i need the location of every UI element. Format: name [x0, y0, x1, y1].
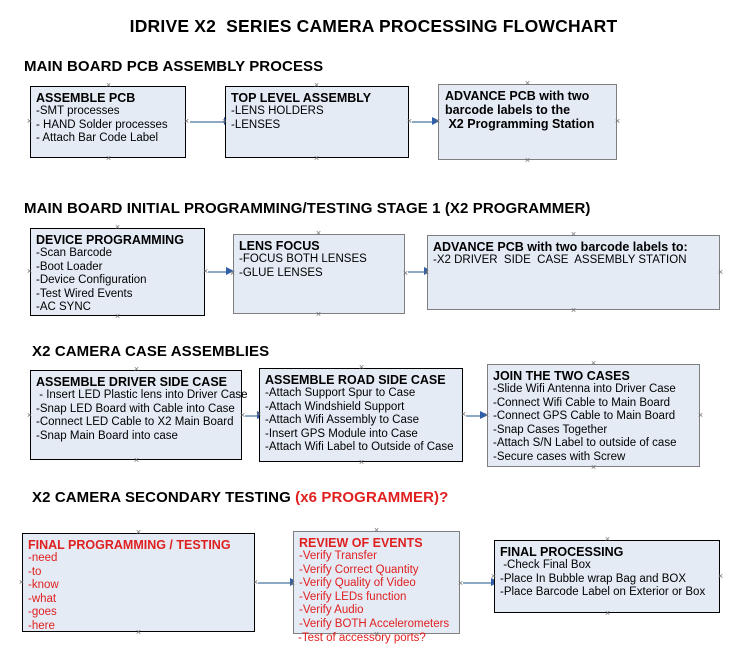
node-line: -goes — [28, 606, 57, 619]
section-heading-accent: (x6 PROGRAMMER)? — [295, 489, 449, 506]
node-line: -Slide Wifi Antenna into Driver Case — [493, 383, 676, 395]
connector-top-level-assembly-to-advance-pcb — [412, 117, 440, 126]
node-title: FINAL PROCESSING — [500, 545, 624, 559]
node-line: -Test Wired Events — [36, 287, 133, 300]
node-line: -Verify BOTH Accelerometers — [299, 617, 450, 630]
node-line: - HAND Solder processes — [36, 118, 168, 131]
node-line: -FOCUS BOTH LENSES — [239, 253, 367, 265]
node-advance-pcb-to-x2-programming-station[interactable]: ADVANCE PCB with two barcode labels to t… — [438, 84, 617, 160]
node-line: -LENSES — [231, 118, 281, 131]
node-assemble-driver-side-case[interactable]: ASSEMBLE DRIVER SIDE CASE - Insert LED P… — [30, 370, 248, 460]
connector-shaft — [208, 271, 226, 273]
node-line: - Attach Bar Code Label — [36, 132, 159, 145]
node-overflow-line-review-of-events: -Test of accessory ports? — [298, 632, 426, 644]
node-line: -X2 DRIVER SIDE CASE ASSEMBLY STATION — [433, 254, 687, 266]
arrowhead-icon — [480, 411, 488, 419]
section-heading-text: X2 CAMERA SECONDARY TESTING — [32, 489, 296, 506]
node-top-level-assembly[interactable]: TOP LEVEL ASSEMBLY -LENS HOLDERS -LENSES — [225, 86, 409, 158]
connector-shaft — [245, 415, 257, 417]
node-line: -Attach Wifi Assembly to Case — [265, 414, 420, 427]
node-line: -Connect GPS Cable to Main Board — [493, 410, 676, 423]
node-assemble-road-side-case[interactable]: ASSEMBLE ROAD SIDE CASE -Attach Support … — [259, 368, 463, 462]
node-title: FINAL PROGRAMMING / TESTING — [28, 538, 231, 552]
arrowhead-icon — [432, 117, 440, 125]
node-title: ADVANCE PCB with two — [445, 89, 590, 103]
node-line: -Check Final Box — [500, 559, 591, 571]
node-advance-pcb-to-driver-side-case-assembly-station[interactable]: ADVANCE PCB with two barcode labels to: … — [427, 235, 720, 310]
node-final-processing[interactable]: FINAL PROCESSING -Check Final Box -Place… — [494, 540, 720, 613]
connector-device-programming-to-lens-focus — [208, 267, 234, 276]
node-title: REVIEW OF EVENTS — [299, 536, 423, 550]
node-line: -Scan Barcode — [36, 247, 113, 259]
connector-shaft — [408, 271, 424, 273]
node-line: -AC SYNC — [36, 301, 91, 314]
connector-shaft — [258, 582, 290, 584]
arrowhead-icon — [226, 267, 234, 275]
connector-shaft — [466, 415, 480, 417]
node-line: -Boot Loader — [36, 260, 103, 273]
section-heading-x2-camera-secondary-testing: X2 CAMERA SECONDARY TESTING (x6 PROGRAMM… — [32, 489, 448, 506]
connector-shaft — [190, 121, 224, 123]
node-line: -Verify Quality of Video — [299, 577, 416, 590]
node-line: - Insert LED Plastic lens into Driver Ca… — [36, 389, 248, 401]
node-line: -Verify Audio — [299, 604, 364, 617]
node-title: ASSEMBLE DRIVER SIDE CASE — [36, 375, 228, 389]
node-join-the-two-cases[interactable]: JOIN THE TWO CASES -Slide Wifi Antenna i… — [487, 364, 700, 467]
connector-road-side-to-join-cases — [466, 411, 488, 420]
section-heading-x2-camera-case-assemblies: X2 CAMERA CASE ASSEMBLIES — [32, 343, 270, 360]
node-assemble-pcb[interactable]: ASSEMBLE PCB -SMT processes - HAND Solde… — [30, 86, 186, 158]
node-line: -Snap Main Board into case — [36, 429, 178, 442]
node-lens-focus[interactable]: LENS FOCUS -FOCUS BOTH LENSES -GLUE LENS… — [233, 234, 405, 314]
node-line: -Attach Windshield Support — [265, 400, 405, 413]
connector-shaft — [412, 121, 432, 123]
node-line: -Attach Support Spur to Case — [265, 387, 416, 399]
node-title: ASSEMBLE PCB — [36, 91, 136, 105]
node-title: LENS FOCUS — [239, 239, 320, 253]
node-line: -GLUE LENSES — [239, 266, 323, 279]
node-line: -what — [28, 592, 57, 605]
node-final-programming-testing[interactable]: FINAL PROGRAMMING / TESTING -need -to -k… — [22, 533, 255, 632]
node-line: -to — [28, 565, 42, 578]
section-heading-main-board-initial-programming-testing-stage-1: MAIN BOARD INITIAL PROGRAMMING/TESTING S… — [24, 200, 591, 217]
node-line: -know — [28, 579, 59, 592]
node-line: -Verify LEDs function — [299, 590, 407, 603]
node-line: -Secure cases with Screw — [493, 450, 626, 463]
node-line: -Connect LED Cable to X2 Main Board — [36, 416, 234, 429]
node-line: -SMT processes — [36, 105, 120, 117]
node-line: -Place In Bubble wrap Bag and BOX — [500, 572, 687, 585]
node-line: -Connect Wifi Cable to Main Board — [493, 396, 671, 409]
node-title: ADVANCE PCB with two barcode labels to: — [433, 240, 688, 254]
node-line: -here — [28, 619, 55, 632]
node-title: TOP LEVEL ASSEMBLY — [231, 91, 372, 105]
node-line: -need — [28, 552, 58, 564]
node-line: -Insert GPS Module into Case — [265, 427, 418, 440]
page-title: IDRIVE X2 SERIES CAMERA PROCESSING FLOWC… — [129, 16, 618, 36]
node-title: DEVICE PROGRAMMING — [36, 233, 184, 247]
node-line: -Device Configuration — [36, 274, 147, 287]
connector-shaft — [463, 582, 491, 584]
node-line: X2 Programming Station — [445, 117, 595, 131]
connector-final-programming-to-review-of-events — [258, 578, 298, 587]
node-line: -Snap LED Board with Cable into Case — [36, 402, 235, 415]
node-line: -Verify Correct Quantity — [299, 563, 419, 576]
node-line: -Attach S/N Label to outside of case — [493, 437, 677, 450]
node-line: -Snap Cases Together — [493, 423, 608, 436]
node-line: -Place Barcode Label on Exterior or Box — [500, 586, 706, 599]
node-line: -Attach Wifi Label to Outside of Case — [265, 441, 454, 454]
node-title: ASSEMBLE ROAD SIDE CASE — [265, 373, 446, 387]
node-line: -Verify Transfer — [299, 550, 377, 562]
node-review-of-events[interactable]: REVIEW OF EVENTS -Verify Transfer -Verif… — [293, 531, 460, 634]
node-title: JOIN THE TWO CASES — [493, 369, 630, 383]
node-device-programming[interactable]: DEVICE PROGRAMMING -Scan Barcode -Boot L… — [30, 228, 205, 316]
section-heading-main-board-pcb-assembly-process: MAIN BOARD PCB ASSEMBLY PROCESS — [24, 58, 324, 75]
node-line: barcode labels to the — [445, 103, 571, 117]
node-line: -LENS HOLDERS — [231, 105, 324, 117]
